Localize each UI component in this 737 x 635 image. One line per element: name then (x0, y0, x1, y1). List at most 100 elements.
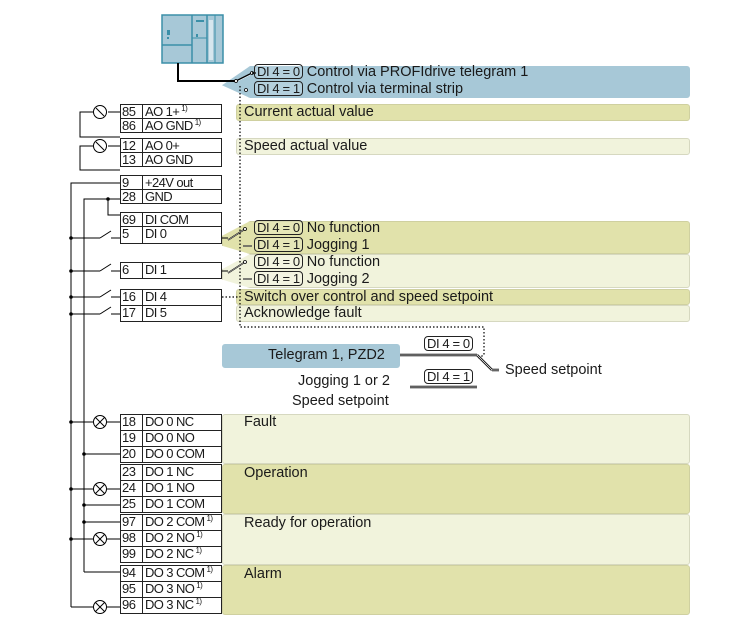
terminal-divider (142, 105, 143, 118)
condition-badge: DI 4 = 0 (254, 64, 303, 79)
terminal-number: 16 (122, 289, 136, 304)
terminal-20: 20 DO 0 COM (120, 446, 222, 463)
setpoint-selector-switch (400, 353, 499, 389)
band-current-actual-value (236, 104, 690, 121)
terminal-number: 20 (122, 446, 136, 461)
jogging-source-line2: Speed setpoint (292, 393, 389, 409)
option-text: Control via PROFIdrive telegram 1 (306, 64, 529, 80)
footnote-marker: 1) (195, 597, 203, 606)
terminal-divider (142, 190, 143, 203)
di0-switch (69, 230, 120, 240)
do0-function: Fault (244, 414, 277, 430)
di1-option-0: DI 4 = 0 No function (254, 254, 380, 271)
terminal-label: DO 2 NC (145, 546, 194, 561)
terminal-number: 23 (122, 464, 136, 479)
footnote-marker: 1) (206, 565, 213, 574)
terminal-number: 17 (122, 305, 136, 320)
condition-badge: DI 4 = 1 (254, 237, 303, 252)
condition-badge: DI 4 = 1 (254, 81, 303, 96)
condition-di4-1: DI 4 = 1 (424, 369, 473, 385)
terminal-label: DI 4 (145, 289, 167, 304)
terminal-number: 99 (122, 546, 136, 561)
terminal-label: DO 3 NO (145, 581, 195, 596)
option-text: Control via terminal strip (306, 81, 464, 97)
terminal-17: 17 DI 5 (120, 305, 222, 322)
terminal-label: DI 5 (145, 305, 167, 320)
footnote-marker: 1) (196, 581, 203, 590)
terminal-number: 13 (122, 152, 136, 167)
terminal-divider (142, 263, 143, 278)
band-do0 (222, 414, 690, 464)
terminal-label: DO 2 NO (145, 530, 195, 545)
condition-badge: DI 4 = 1 (254, 271, 303, 286)
condition-badge: DI 4 = 0 (254, 254, 303, 269)
condition-badge: DI 4 = 0 (424, 336, 473, 351)
terminal-label: DO 1 COM (145, 496, 205, 511)
terminal-divider (142, 119, 143, 132)
terminal-label: AO GND (145, 118, 193, 133)
condition-badge: DI 4 = 1 (424, 369, 473, 384)
do2-function: Ready for operation (244, 515, 372, 531)
terminal-number: 28 (122, 189, 136, 204)
option-text: No function (306, 254, 381, 270)
ao0-function: Speed actual value (244, 138, 368, 154)
terminal-number: 19 (122, 430, 136, 445)
terminal-9: 9+24V out (120, 175, 222, 190)
terminal-number: 5 (122, 226, 129, 241)
terminal-number: 98 (122, 530, 136, 545)
terminal-12: 12 AO 0+ (120, 138, 222, 153)
footnote-marker: 1) (194, 118, 202, 127)
terminal-13: 13 AO GND (120, 153, 222, 167)
control-option-terminal: DI 4 = 1 Control via terminal strip (254, 81, 463, 98)
di4-switch (69, 289, 120, 299)
footnote-marker: 1) (196, 530, 203, 539)
terminal-number: 6 (122, 262, 129, 277)
control-option-telegram: DI 4 = 0 Control via PROFIdrive telegram… (254, 64, 528, 81)
band-do1 (222, 464, 690, 514)
ao1-function: Current actual value (244, 104, 374, 120)
speed-setpoint-output: Speed setpoint (505, 362, 602, 378)
terminal-label: DO 1 NO (145, 480, 195, 495)
terminal-number: 12 (122, 138, 136, 153)
terminal-number: 9 (122, 175, 129, 190)
terminal-label: DO 3 NC (145, 597, 194, 612)
option-text: Jogging 2 (306, 271, 370, 287)
terminal-label: DO 1 NC (145, 464, 194, 479)
terminal-number: 96 (122, 597, 136, 612)
condition-di4-0: DI 4 = 0 (424, 336, 473, 352)
telegram-band (222, 344, 400, 368)
terminal-label: AO 1+1) (145, 104, 188, 119)
terminal-label: DI 0 (145, 226, 167, 241)
terminal-divider (142, 415, 143, 430)
terminal-label: DO 2 COM (145, 514, 205, 529)
terminal-label: AO 0+ (145, 138, 180, 153)
terminal-label: DO 0 COM (145, 446, 205, 461)
terminal-divider (142, 465, 143, 480)
condition-badge: DI 4 = 0 (254, 220, 303, 235)
drive-controller-icon (161, 14, 224, 64)
terminal-number: 94 (122, 565, 136, 580)
do3-function: Alarm (244, 566, 282, 582)
di1-switch (69, 263, 120, 273)
terminal-label: DI 1 (145, 262, 167, 277)
terminal-label: DO 0 NO (145, 430, 195, 445)
footnote-marker: 1) (195, 546, 203, 555)
terminal-label: AO GND (145, 152, 193, 167)
terminal-divider (142, 515, 143, 530)
di5-switch (69, 306, 120, 316)
terminal-divider (142, 447, 143, 462)
terminal-label: AO 1+ (145, 104, 180, 119)
